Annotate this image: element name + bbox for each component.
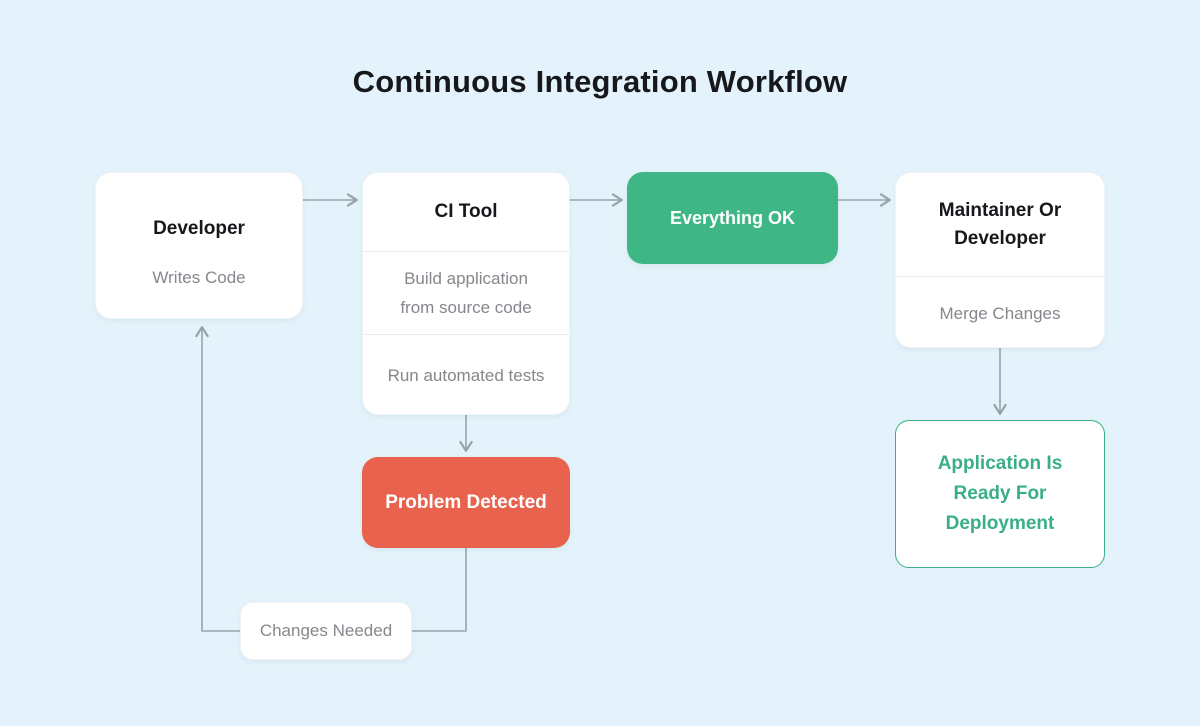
ci-tool-step-build-label: Build application from source code: [400, 269, 532, 317]
ci-tool-step-test-label: Run automated tests: [387, 366, 545, 385]
everything-ok-label: Everything OK: [669, 207, 796, 228]
ci-tool-step-build: Build application from source code: [363, 251, 569, 334]
problem-detected-label: Problem Detected: [385, 491, 547, 513]
developer-title: Developer: [153, 218, 245, 239]
ci-tool-title: CI Tool: [434, 201, 498, 222]
node-problem-detected: Problem Detected: [362, 457, 570, 548]
maintainer-title: Maintainer Or Developer: [938, 199, 1062, 249]
node-changes-needed: Changes Needed: [240, 602, 412, 660]
maintainer-subtitle: Merge Changes: [896, 276, 1104, 347]
ci-tool-step-test: Run automated tests: [363, 334, 569, 414]
connector-problem-detected-to-changes-needed: [412, 548, 467, 632]
node-developer: Developer Writes Code: [95, 172, 303, 319]
changes-needed-label: Changes Needed: [259, 621, 393, 640]
connector-changes-needed-to-developer: [195, 326, 240, 632]
diagram-title: Continuous Integration Workflow: [352, 64, 848, 99]
application-ready-label: Application Is Ready For Deployment: [937, 453, 1063, 534]
developer-subtitle: Writes Code: [152, 268, 246, 287]
node-everything-ok: Everything OK: [627, 172, 838, 264]
node-ci-tool: CI Tool Build application from source co…: [362, 172, 570, 415]
node-application-ready: Application Is Ready For Deployment: [895, 420, 1105, 568]
node-maintainer: Maintainer Or Developer Merge Changes: [895, 172, 1105, 348]
